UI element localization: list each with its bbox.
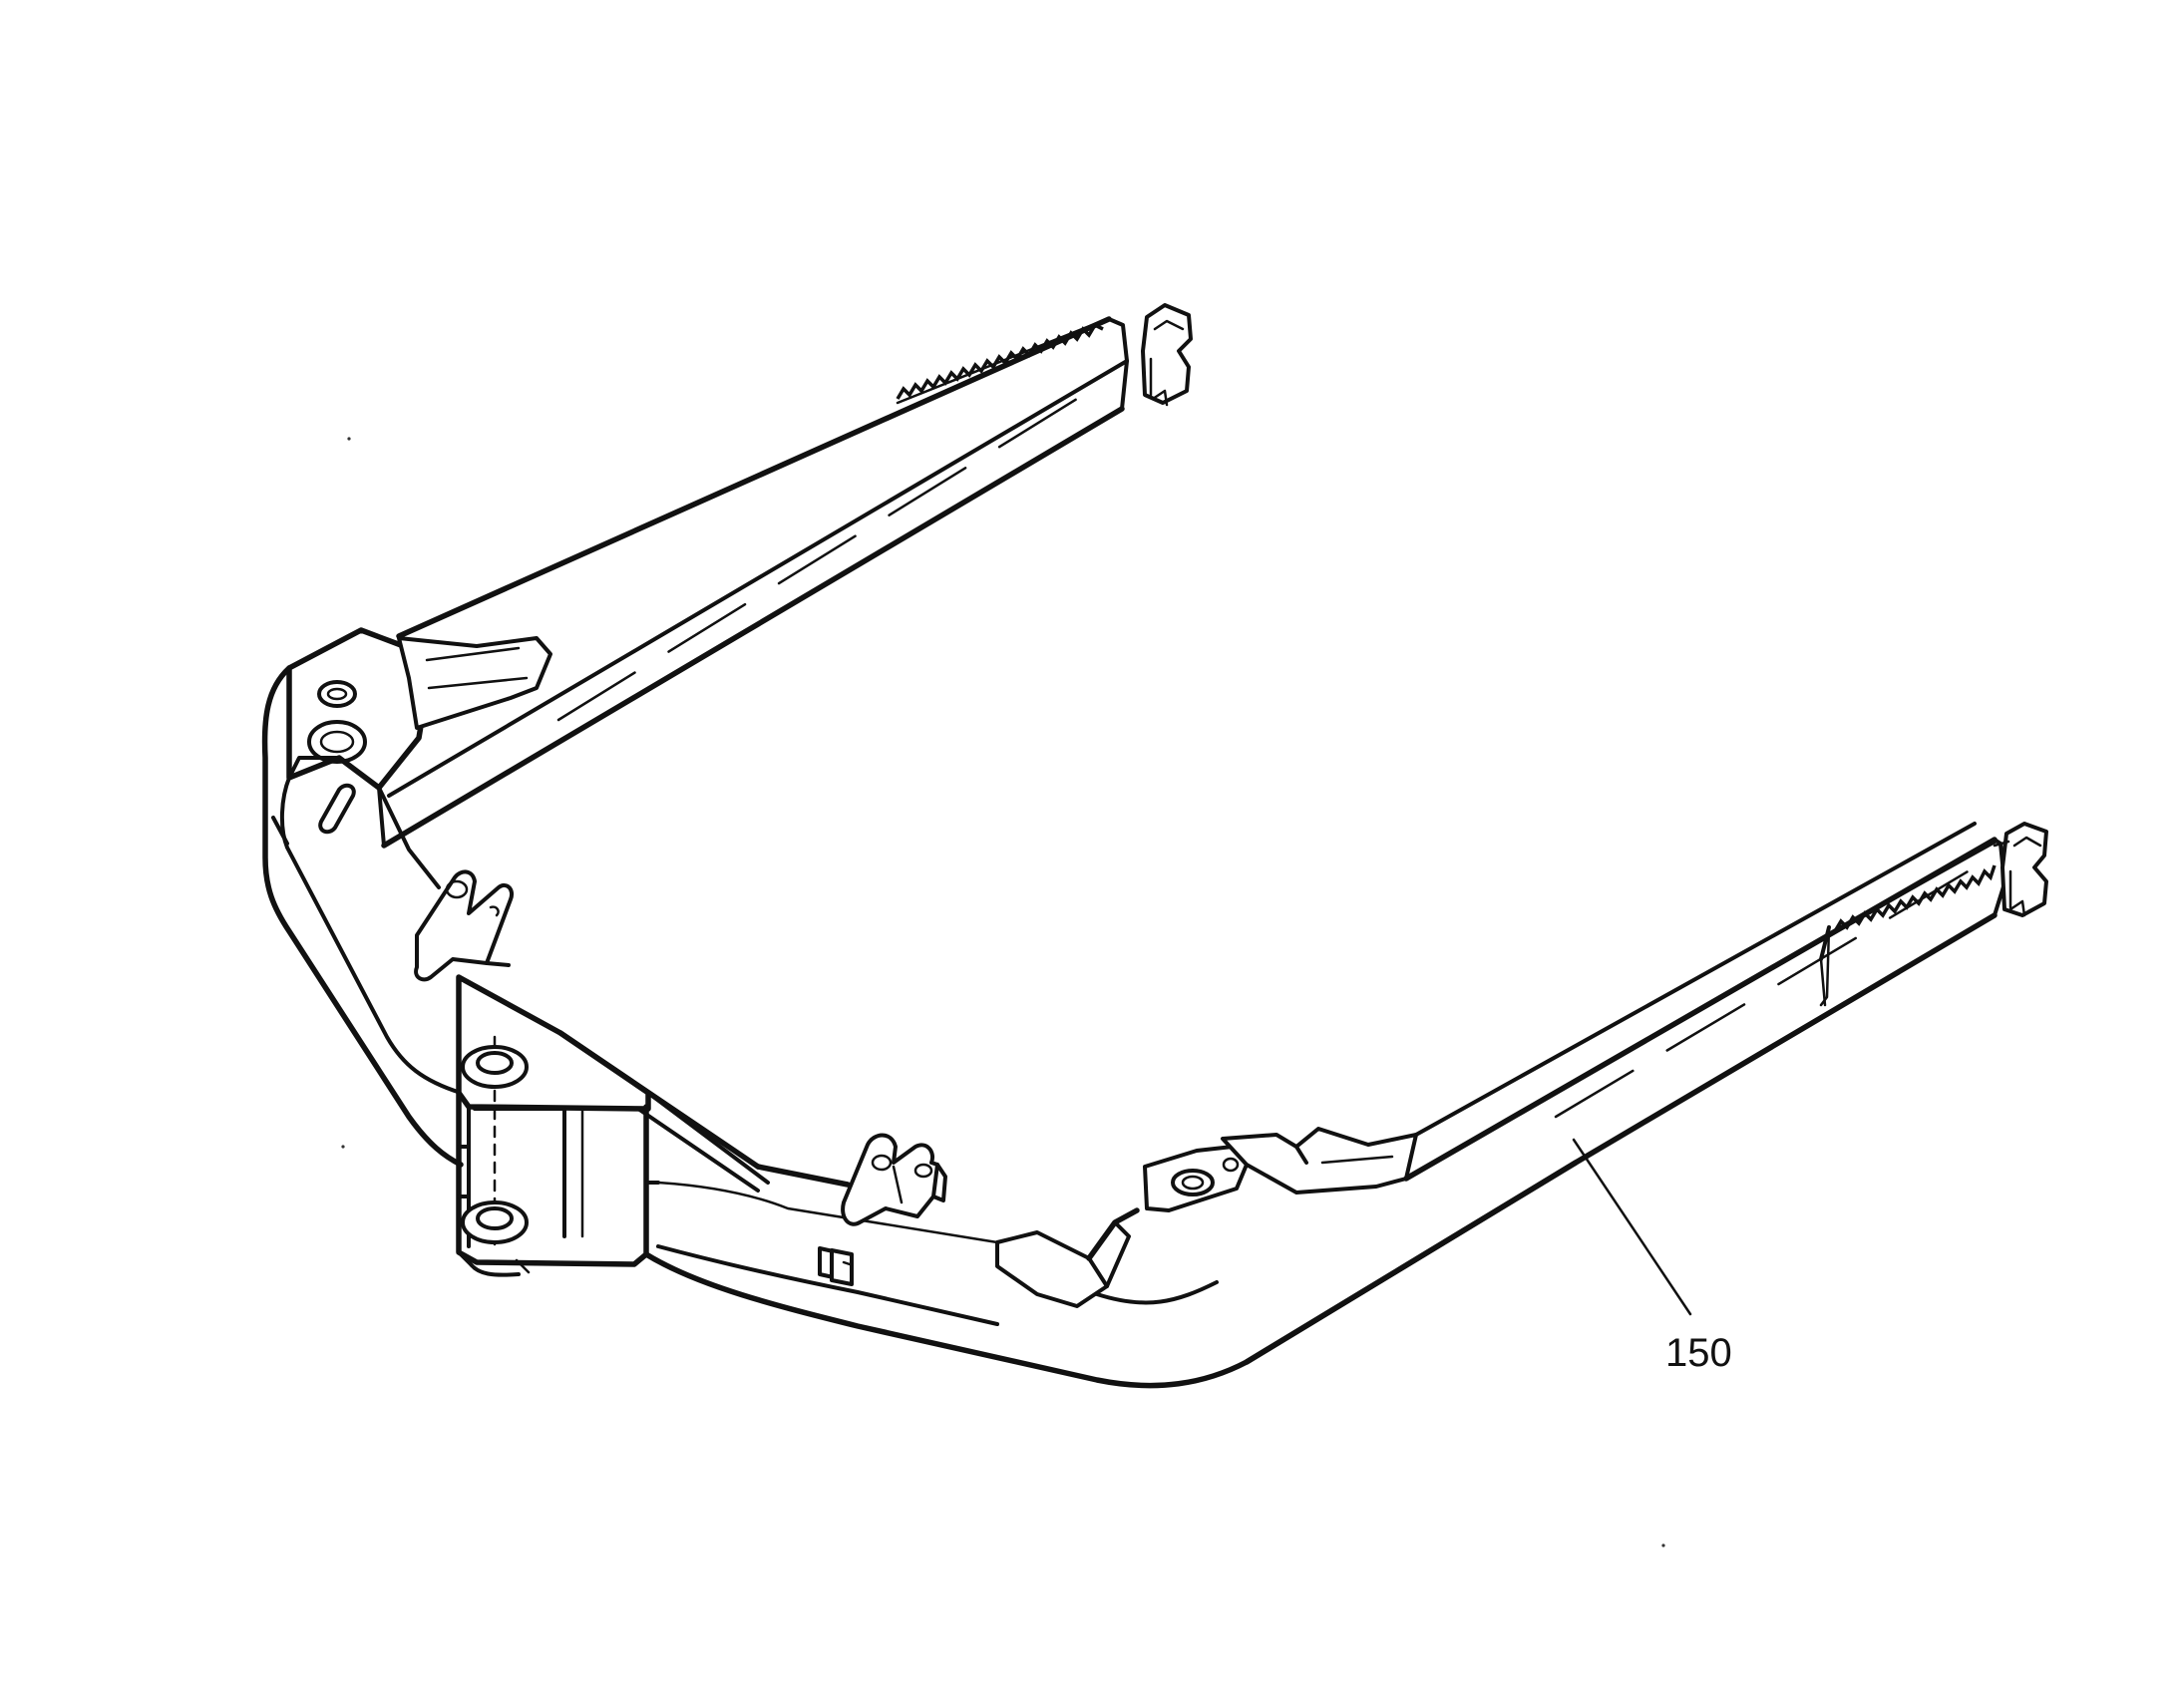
- center-mounting-lug: [841, 1133, 947, 1226]
- right-corner-bracket: [995, 1127, 1418, 1308]
- right-arm: [1244, 822, 2048, 1365]
- central-pivot-block: [456, 974, 770, 1277]
- left-corner-bracket: [286, 627, 552, 835]
- left-arm: [381, 303, 1193, 849]
- left-mounting-lug: [414, 869, 514, 982]
- callout-150: 150: [1572, 1138, 1732, 1375]
- callout-150-label: 150: [1665, 1331, 1732, 1375]
- left-bend: [261, 665, 464, 1168]
- main-bore-hole: [307, 720, 367, 764]
- callout-150-leader: [1572, 1138, 1692, 1316]
- face-tab: [818, 1246, 854, 1286]
- scan-specks: [341, 437, 1665, 1547]
- slot-hole: [318, 783, 356, 835]
- front-cross-member: [643, 1160, 1579, 1389]
- upper-bore-hole: [317, 680, 357, 708]
- right-bore-hole: [1171, 1169, 1215, 1196]
